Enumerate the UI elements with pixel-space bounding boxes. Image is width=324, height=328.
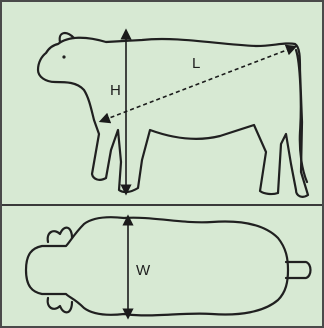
cow-top-outline bbox=[26, 217, 288, 315]
cow-top-horn-lower bbox=[48, 298, 72, 312]
cow-top-view bbox=[26, 217, 311, 315]
cow-eye bbox=[62, 55, 65, 58]
cow-top-tail bbox=[286, 262, 311, 278]
cow-top-horn-upper bbox=[48, 228, 72, 242]
cattle-measurement-diagram: H L W bbox=[2, 2, 322, 326]
length-label: L bbox=[192, 55, 200, 72]
width-label: W bbox=[136, 262, 151, 279]
cow-side-view bbox=[38, 33, 308, 197]
cow-tail bbox=[296, 50, 307, 182]
cow-side-outline bbox=[38, 38, 308, 197]
height-label: H bbox=[110, 82, 121, 99]
panel-divider bbox=[2, 204, 322, 206]
